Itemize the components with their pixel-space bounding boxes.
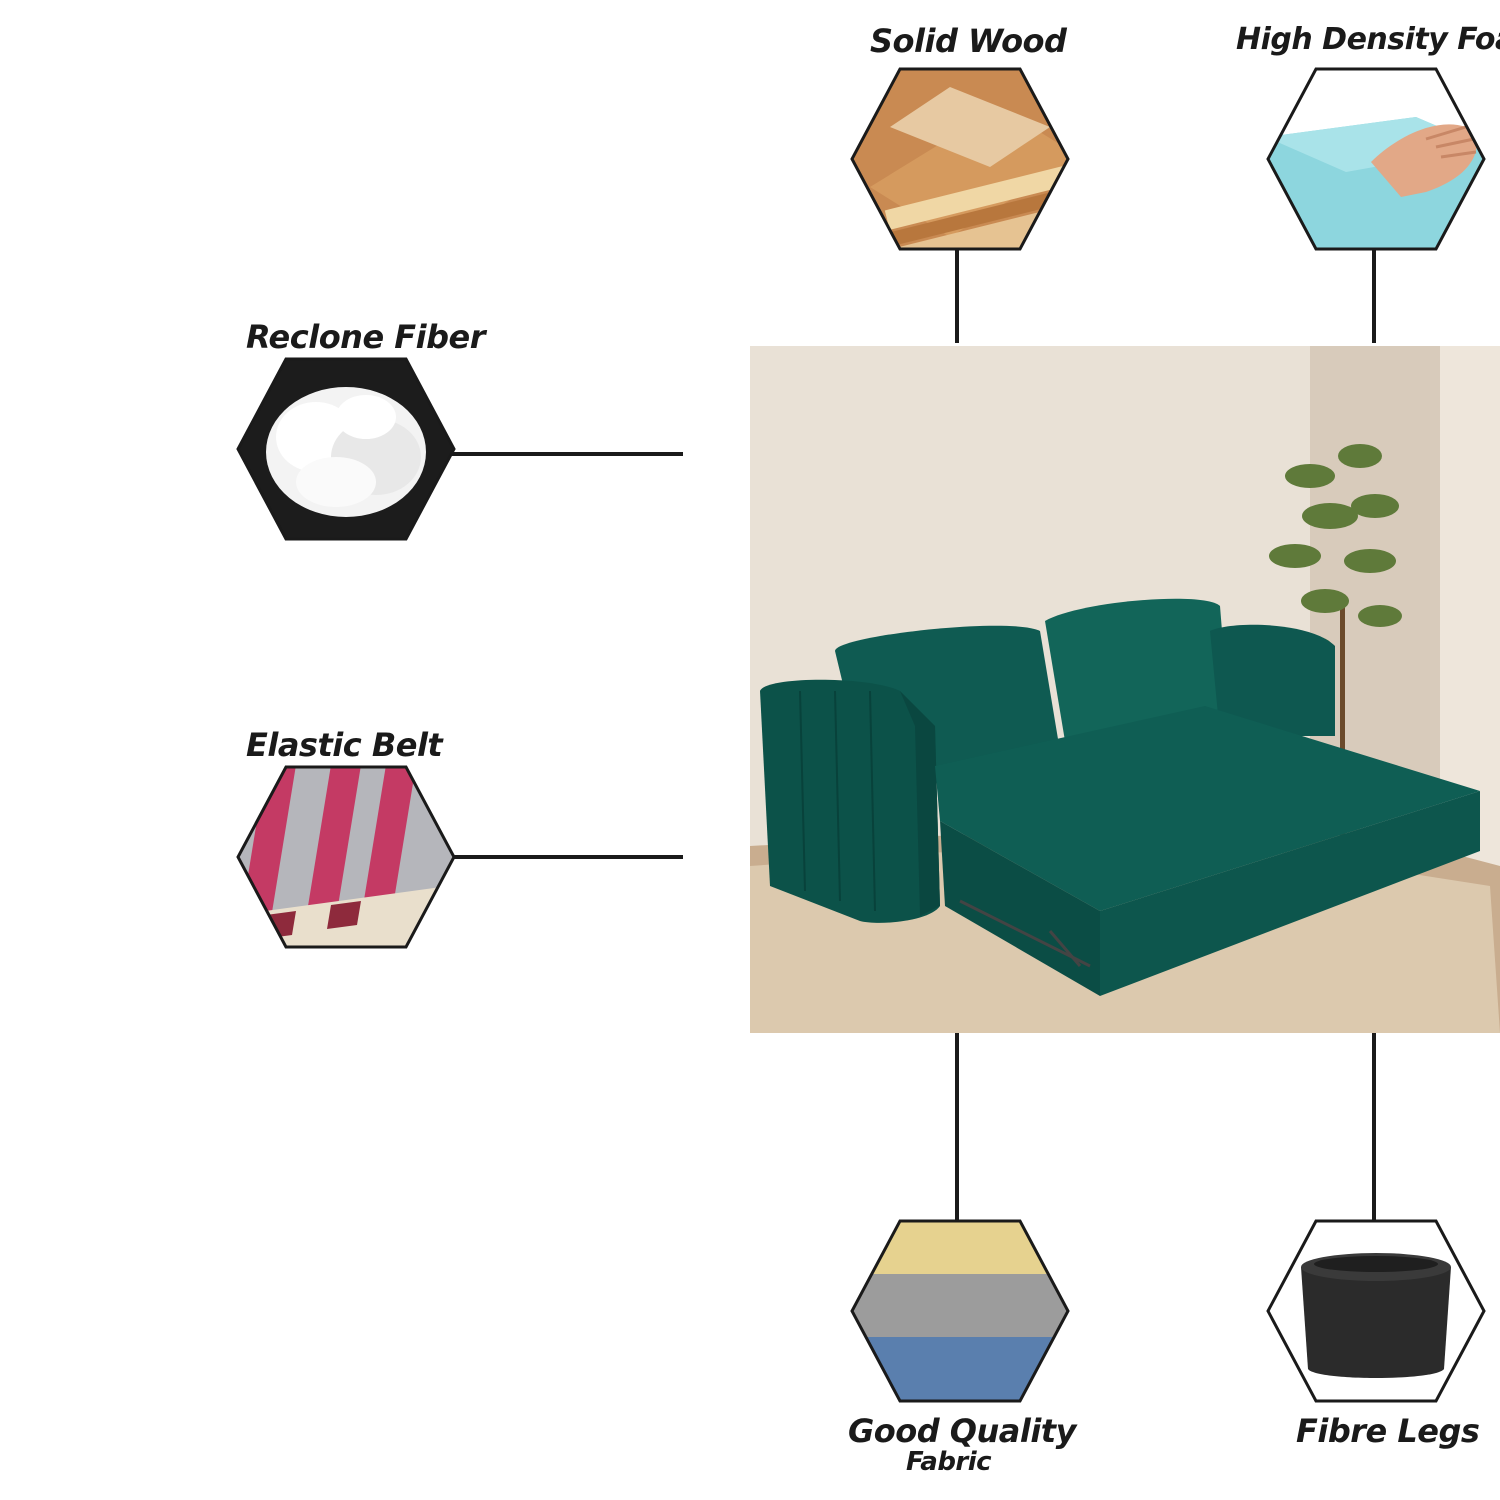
foam-block-icon xyxy=(1266,67,1486,251)
connector-line xyxy=(1372,1033,1376,1221)
fiber-fluff-icon xyxy=(236,357,456,541)
elastic-belt-label: Elastic Belt xyxy=(246,726,443,764)
connector-line xyxy=(955,249,959,343)
high-density-foam-label: High Density Foam xyxy=(1236,22,1500,57)
elastic-webbing-icon xyxy=(236,765,456,949)
good-quality-label: Good Quality xyxy=(848,1412,1076,1450)
connector-line xyxy=(452,855,683,859)
reclone-fiber-label: Reclone Fiber xyxy=(246,318,486,356)
fabric-sublabel: Fabric xyxy=(906,1447,992,1477)
sofa-leg-icon xyxy=(1266,1219,1486,1403)
plywood-stack-icon xyxy=(850,67,1070,251)
solid-wood-label: Solid Wood xyxy=(870,22,1067,60)
connector-line xyxy=(1372,249,1376,343)
connector-line xyxy=(955,1033,959,1221)
fabric-swatches-icon xyxy=(850,1219,1070,1403)
green-sofa-cum-bed-photo xyxy=(750,346,1500,1033)
fibre-legs-label: Fibre Legs xyxy=(1296,1412,1480,1450)
connector-line xyxy=(452,452,683,456)
